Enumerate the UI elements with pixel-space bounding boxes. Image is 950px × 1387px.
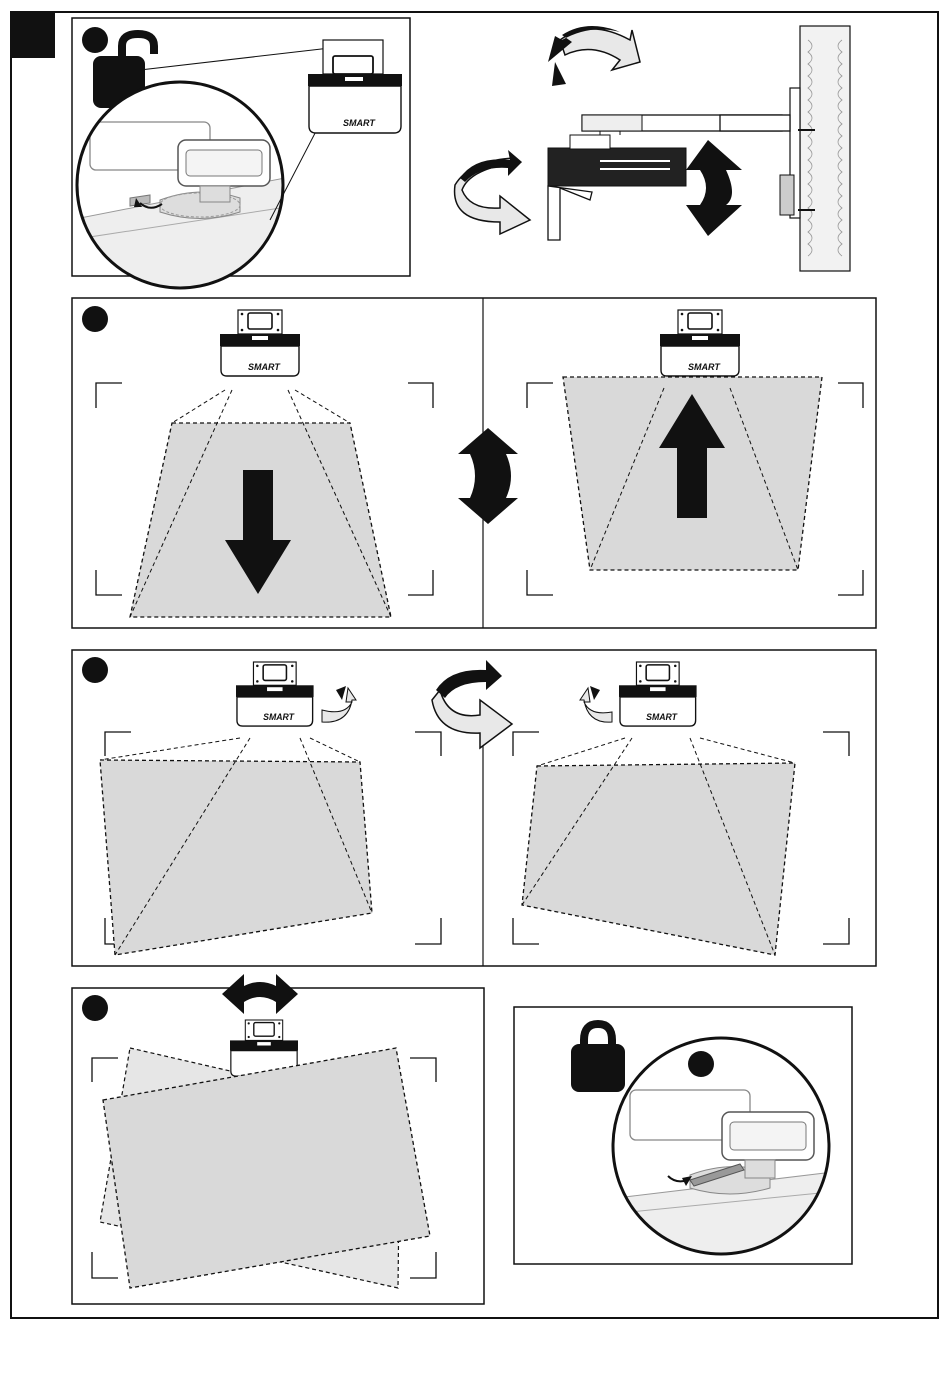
projector-unit: SMART (660, 310, 740, 376)
brand-label: SMART (248, 362, 281, 372)
step-unlock-panel: SMART (70, 18, 410, 290)
projected-image-area (522, 763, 795, 955)
step-marker (82, 657, 108, 683)
zoom-detail-circle (600, 1038, 850, 1270)
tilt-rotate-arrow (458, 428, 518, 524)
projector-unit: SMART (236, 662, 314, 726)
step-marker (82, 27, 108, 53)
projector-unit: SMART (308, 40, 402, 133)
small-rotate-arrow (580, 686, 612, 722)
zoom-detail-circle (70, 82, 300, 290)
brand-label: SMART (646, 712, 678, 722)
step-horizontal-rotation-panel: SMART SMART (72, 650, 876, 966)
locked-padlock-icon (571, 1024, 625, 1092)
step-marker (82, 306, 108, 332)
brand-label: SMART (343, 118, 376, 128)
brand-label: SMART (263, 712, 295, 722)
brand-label: SMART (688, 362, 721, 372)
yaw-rotate-arrow (432, 660, 512, 748)
step-vertical-shift-panel: SMART SMART (72, 298, 876, 628)
leader-line (140, 48, 330, 70)
projector-unit: SMART (619, 662, 697, 726)
roll-rotate-arrow (222, 974, 298, 1014)
step-marker (688, 1051, 714, 1077)
step-lock-panel (514, 1007, 852, 1270)
section-tab (11, 12, 55, 58)
tilt-rotate-arrow (686, 140, 742, 236)
projected-image-area (100, 760, 372, 955)
pitch-rotate-arrow (548, 26, 640, 86)
projector-unit: SMART (220, 310, 300, 376)
arm-side-view (455, 26, 850, 271)
yaw-rotate-arrow (455, 150, 530, 234)
small-rotate-arrow (322, 686, 356, 722)
step-roll-level-panel (72, 974, 484, 1304)
wall (800, 26, 850, 271)
step-marker (82, 995, 108, 1021)
